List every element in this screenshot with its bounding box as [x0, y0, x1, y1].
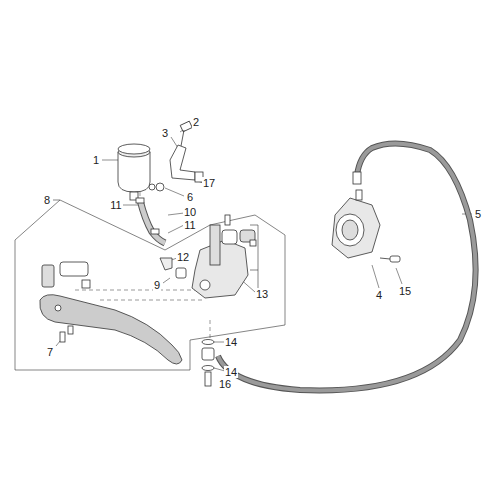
callout-number: 16 [218, 378, 232, 390]
callout-number: 12 [176, 251, 190, 263]
callout-number: 5 [474, 208, 482, 220]
callout-number: 17 [202, 177, 216, 189]
callout-number: 14 [224, 336, 238, 348]
callout-number: 8 [43, 194, 51, 206]
callout-number: 7 [46, 346, 54, 358]
callout-number: 9 [153, 279, 161, 291]
callout-number: 10 [183, 206, 197, 218]
callout-number: 14 [224, 366, 238, 378]
callout-number: 13 [255, 288, 269, 300]
callout-number: 3 [161, 127, 169, 139]
callout-number: 11 [109, 199, 122, 211]
callout-number: 11 [183, 219, 196, 231]
callout-number: 15 [398, 285, 412, 297]
callout-number: 6 [186, 191, 194, 203]
callout-number: 2 [192, 116, 200, 128]
callout-number: 4 [375, 289, 383, 301]
callout-number: 1 [92, 154, 100, 166]
